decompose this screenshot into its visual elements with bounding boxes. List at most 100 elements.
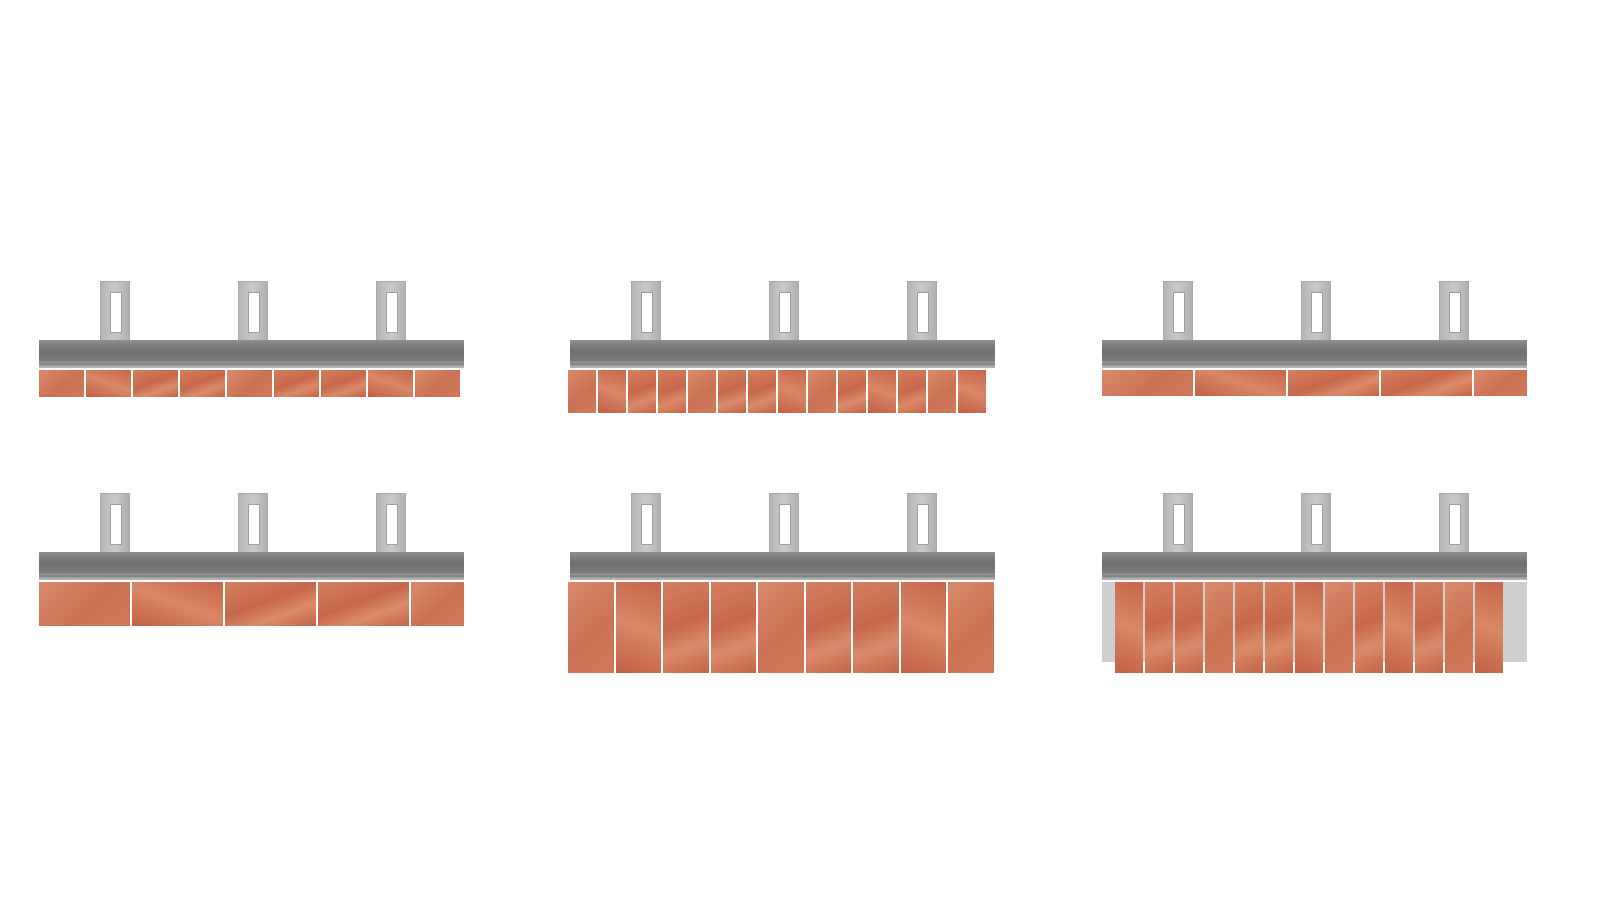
brick-slip (805, 582, 851, 673)
support-rail (39, 340, 464, 368)
support-rail (39, 552, 464, 580)
hanger-bracket (238, 493, 268, 553)
brick-slip (86, 370, 131, 397)
brick-slip (778, 370, 806, 413)
bracket-slot (779, 504, 791, 545)
hanger-bracket (1163, 493, 1193, 553)
brick-slip (1355, 582, 1383, 673)
support-rail (1102, 340, 1527, 368)
brick-slip (415, 370, 460, 397)
brick-slip (321, 370, 366, 397)
bracket-slot (386, 292, 398, 333)
brick-slip (568, 370, 596, 413)
brick-slip (1475, 582, 1503, 673)
hanger-bracket (631, 281, 661, 341)
brick-slip (758, 582, 804, 673)
bracket-slot (1173, 292, 1185, 333)
brick-slip (1325, 582, 1353, 673)
brick-soffit-panel (39, 493, 464, 632)
brick-slip (180, 370, 225, 397)
brick-slip (568, 582, 614, 673)
brick-slip (411, 582, 464, 626)
hanger-bracket (1439, 281, 1469, 341)
hanger-bracket (769, 281, 799, 341)
hanger-bracket (631, 493, 661, 553)
brick-slip (1102, 370, 1193, 396)
brick-slip (1145, 582, 1173, 673)
bracket-slot (248, 504, 260, 545)
brick-slip (898, 370, 926, 413)
brick-slip (948, 582, 994, 673)
brick-slip (368, 370, 413, 397)
brick-slip (688, 370, 716, 413)
brick-slip (133, 370, 178, 397)
brick-slip (928, 370, 956, 413)
hanger-bracket (376, 281, 406, 341)
brick-slip (274, 370, 319, 397)
brick-soffit-panel (1102, 493, 1527, 679)
brick-slip (1288, 370, 1379, 396)
brick-slip (1415, 582, 1443, 673)
bracket-slot (1311, 292, 1323, 333)
bracket-slot (641, 504, 653, 545)
bracket-slot (1311, 504, 1323, 545)
brick-slip (718, 370, 746, 413)
bracket-slot (641, 292, 653, 333)
bracket-slot (779, 292, 791, 333)
brick-slip (808, 370, 836, 413)
brick-soffit-panel (568, 281, 995, 419)
brick-slip (1445, 582, 1473, 673)
support-rail (570, 552, 995, 580)
brick-slip (1175, 582, 1203, 673)
bracket-slot (917, 292, 929, 333)
hanger-bracket (1163, 281, 1193, 341)
hanger-bracket (769, 493, 799, 553)
brick-slip (225, 582, 316, 626)
bracket-slot (110, 292, 122, 333)
brick-slip (1115, 582, 1143, 673)
brick-slip (1474, 370, 1527, 396)
brick-slip (900, 582, 946, 673)
hanger-bracket (1439, 493, 1469, 553)
bracket-slot (386, 504, 398, 545)
hanger-bracket (238, 281, 268, 341)
hanger-bracket (100, 281, 130, 341)
brick-slip (227, 370, 272, 397)
brick-slip (1265, 582, 1293, 673)
brick-slip (710, 582, 756, 673)
brick-slip (868, 370, 896, 413)
brick-soffit-panel (568, 493, 995, 679)
bracket-slot (1449, 504, 1461, 545)
hanger-bracket (376, 493, 406, 553)
brick-slip (598, 370, 626, 413)
brick-slip (658, 370, 686, 413)
brick-slip (318, 582, 409, 626)
brick-slip (958, 370, 986, 413)
brick-slip (628, 370, 656, 413)
brick-soffit-panel (39, 281, 464, 403)
support-rail (1102, 552, 1527, 580)
bracket-slot (248, 292, 260, 333)
brick-slip (1295, 582, 1323, 673)
brick-slip (748, 370, 776, 413)
brick-slip (39, 582, 130, 626)
hanger-bracket (1301, 281, 1331, 341)
brick-slip (1385, 582, 1413, 673)
brick-slip (1205, 582, 1233, 673)
bracket-slot (917, 504, 929, 545)
hanger-bracket (100, 493, 130, 553)
hanger-bracket (1301, 493, 1331, 553)
brick-slip (615, 582, 661, 673)
brick-slip (1235, 582, 1263, 673)
brick-slip (132, 582, 223, 626)
bracket-slot (1449, 292, 1461, 333)
brick-slip (1195, 370, 1286, 396)
hanger-bracket (907, 493, 937, 553)
brick-slip (838, 370, 866, 413)
brick-slip (853, 582, 899, 673)
brick-slip (39, 370, 84, 397)
support-rail (570, 340, 995, 368)
hanger-bracket (907, 281, 937, 341)
brick-slip (1381, 370, 1472, 396)
bracket-slot (110, 504, 122, 545)
